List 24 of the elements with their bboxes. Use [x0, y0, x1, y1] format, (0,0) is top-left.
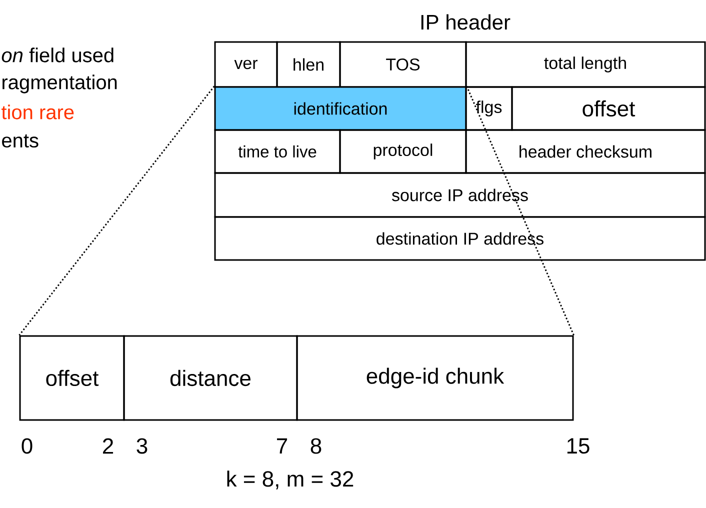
bit-number: 15: [567, 438, 590, 454]
note-text: tion rare: [2, 104, 74, 120]
bit-number: 7: [277, 438, 288, 454]
field-cell: offset: [19, 335, 125, 421]
field-cell: protocol: [339, 129, 467, 174]
note-text: ragmentation: [2, 74, 117, 94]
field-cell: destination IP address: [214, 216, 706, 261]
field-cell: flgs: [465, 86, 513, 131]
field-cell: offset: [511, 86, 706, 131]
field-cell: source IP address: [214, 172, 706, 218]
field-cell: edge-id chunk: [296, 335, 574, 421]
bit-number: 2: [103, 438, 114, 454]
note-text: on field used: [2, 48, 114, 62]
note-text: ents: [2, 134, 38, 148]
parameter-text: k = 8, m = 32: [227, 470, 354, 490]
field-cell: distance: [123, 335, 298, 421]
field-cell: header checksum: [465, 129, 706, 174]
title: IP header: [421, 14, 510, 30]
bit-number: 3: [136, 438, 148, 454]
field-cell: identification: [214, 86, 467, 131]
field-cell: time to live: [214, 129, 341, 174]
field-cell: total length: [465, 41, 706, 88]
bit-number: 8: [310, 438, 322, 454]
leader-line: [18, 86, 215, 336]
